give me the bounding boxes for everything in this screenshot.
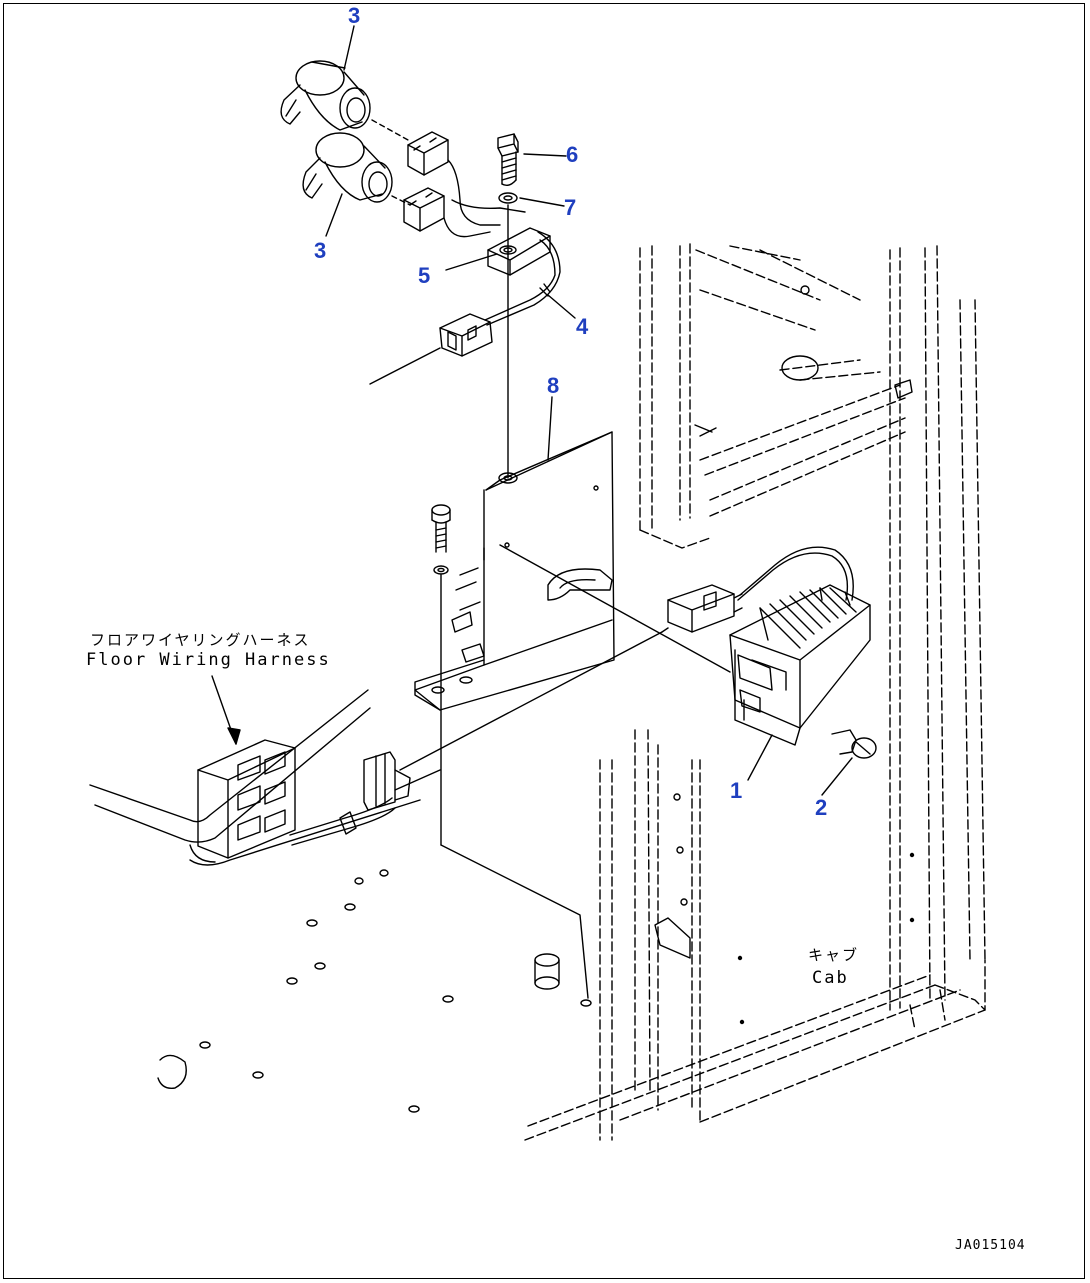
floor-harness-label-en: Floor Wiring Harness: [86, 650, 331, 670]
drawing-code: JA015104: [955, 1238, 1026, 1253]
relay-alignment-lines: [371, 119, 411, 206]
floor-harness-label-jp: フロアワイヤリングハーネス: [90, 631, 311, 649]
cab-label-en: Cab: [812, 968, 849, 988]
floor-boss: [534, 953, 560, 990]
bolt-6: [497, 133, 519, 187]
bracket-8: [414, 431, 615, 711]
callout-part-7: 7: [564, 195, 577, 220]
cab-details: [654, 285, 915, 1025]
floor-plate: [89, 689, 592, 1113]
page-border: [3, 3, 1085, 1279]
floor-harness-leader: [211, 675, 241, 745]
callout-part-6: 6: [566, 142, 579, 167]
harness-clamp-plate-5: [487, 227, 551, 276]
callout-part-5: 5: [418, 263, 431, 288]
relay-socket-upper: [407, 131, 449, 176]
connector-leader-line: [369, 347, 441, 385]
callout-part-3-top: 3: [348, 3, 361, 28]
bracket-bolt: [431, 504, 589, 999]
flasher-unit-1: [667, 546, 871, 746]
unit-alignment-lines: [394, 544, 731, 791]
cab-label-jp: キャブ: [808, 946, 860, 964]
relay-3-bottom: [302, 132, 393, 203]
callout-part-2: 2: [815, 795, 828, 820]
callout-part-1: 1: [730, 778, 743, 803]
relay-socket-lower: [403, 187, 445, 232]
floor-holes: [199, 869, 592, 1113]
callout-part-3-bottom: 3: [314, 238, 327, 263]
screw-2: [831, 729, 877, 759]
relay-harness-connector: [439, 313, 493, 357]
relay-3-top: [280, 60, 371, 131]
floor-harness-connector: [197, 739, 296, 859]
callout-part-8: 8: [547, 373, 560, 398]
harness-wire: [289, 751, 411, 846]
cab-frame: [524, 243, 986, 1141]
callout-part-4: 4: [576, 314, 589, 339]
callout-leaders: [325, 25, 853, 796]
washer-7: [498, 192, 518, 204]
